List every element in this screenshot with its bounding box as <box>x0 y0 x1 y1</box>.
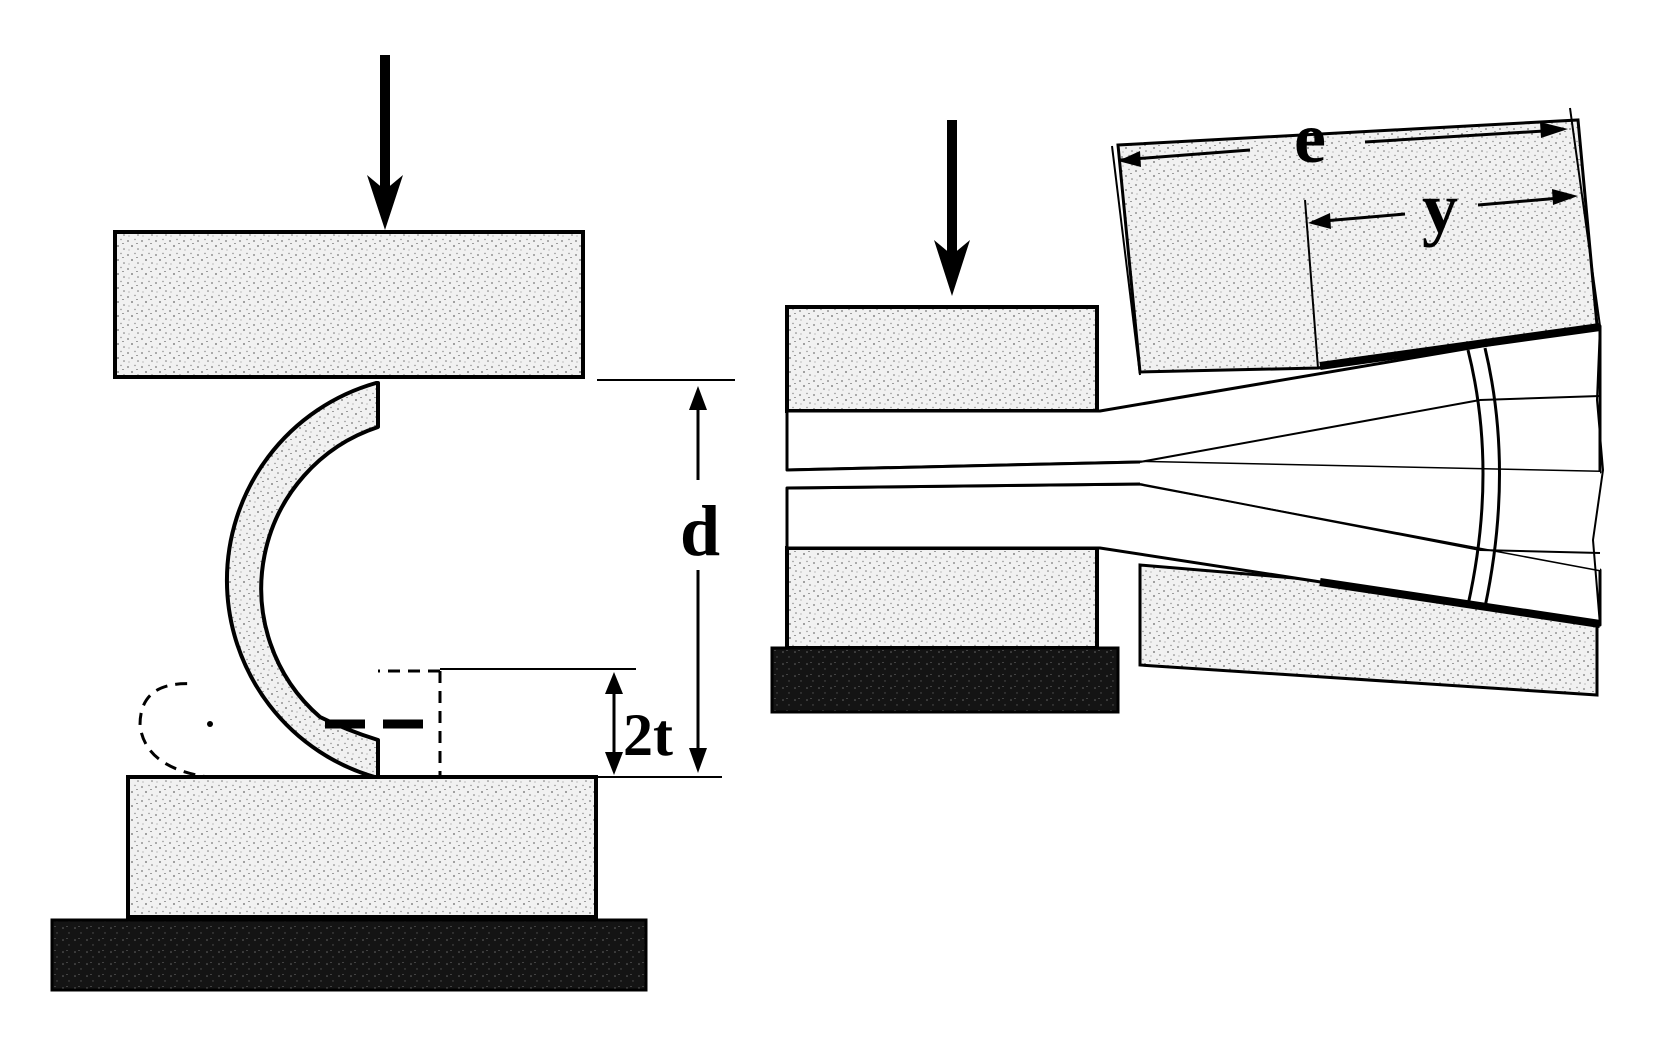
upper-platen <box>113 230 585 379</box>
label-d: d <box>680 491 720 571</box>
label-2t: 2t <box>623 702 673 768</box>
label-y: y <box>1422 168 1458 248</box>
left-panel: d 2t <box>50 55 735 992</box>
right-load-arrow-icon <box>934 120 970 296</box>
lower-grip-block <box>785 546 1099 650</box>
left-load-arrow-icon <box>367 55 403 230</box>
dimension-e: e <box>1111 98 1601 376</box>
c-shaped-specimen <box>224 381 380 780</box>
dimension-d: d <box>597 379 735 778</box>
right-panel: e y <box>770 98 1605 714</box>
left-base <box>50 918 648 992</box>
label-e: e <box>1294 98 1326 178</box>
lower-platen <box>126 775 598 919</box>
right-base <box>770 646 1120 714</box>
dimension-2t: 2t <box>440 668 673 775</box>
upper-grip-block <box>785 305 1099 413</box>
dimension-y: y <box>1304 168 1578 369</box>
